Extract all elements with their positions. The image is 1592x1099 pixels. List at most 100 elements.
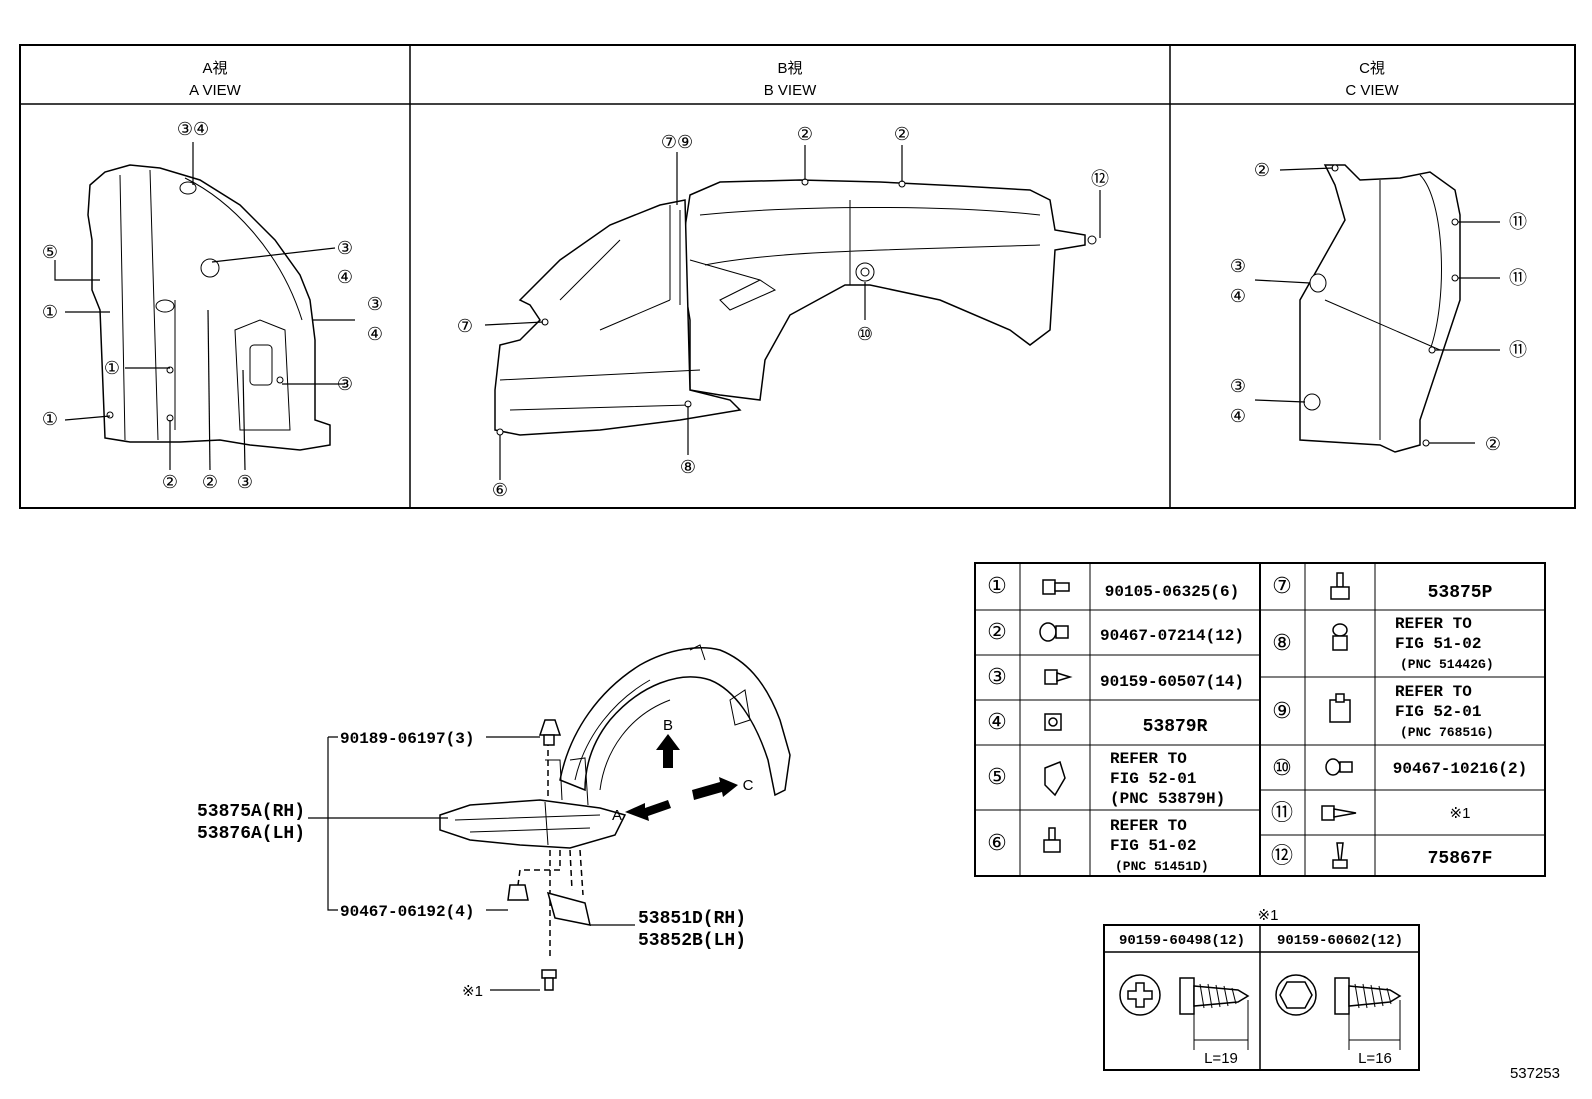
a-view-leaders xyxy=(54,142,355,471)
part-53851d: 53851D(RH) xyxy=(638,909,746,929)
a-callout-4a: ④ xyxy=(337,267,353,288)
a-callout-3c: ③ xyxy=(337,374,353,395)
a-callout-2a: ② xyxy=(162,472,178,493)
note-col2-part: 90159-60602(12) xyxy=(1277,933,1403,949)
c-view-leaders xyxy=(1254,167,1500,444)
row-3-part: 90159-60507(14) xyxy=(1100,673,1244,691)
a-view-title-en: A VIEW xyxy=(189,82,242,99)
note-col1-length: L=19 xyxy=(1204,1050,1238,1067)
row-1-part: 90105-06325(6) xyxy=(1105,583,1239,601)
main-assembly-labels: B A C 90189-06197(3) 53875A(RH) 53876A(L… xyxy=(197,717,754,1000)
bolt-vertical-icon xyxy=(1043,827,1061,853)
row-2-num: ② xyxy=(987,620,1007,645)
screw-vertical-icon xyxy=(1332,842,1348,869)
row-6-line2: FIG 51-02 xyxy=(1110,837,1196,855)
row-10-part: 90467-10216(2) xyxy=(1393,760,1527,778)
phillips-head-icon xyxy=(1119,974,1161,1016)
c-callout-3a: ③ xyxy=(1230,256,1246,277)
note-col1-part: 90159-60498(12) xyxy=(1119,933,1245,949)
row-8-line1: REFER TO xyxy=(1395,615,1472,633)
b-view-leaders xyxy=(484,145,1101,480)
row-9-line1: REFER TO xyxy=(1395,683,1472,701)
c-callout-4a: ④ xyxy=(1230,286,1246,307)
a-view-callouts: ③④ ⑤ ③ ④ ① ③ ④ ① ③ ① ② ② ③ xyxy=(42,119,383,493)
part-90467-06192: 90467-06192(4) xyxy=(340,903,474,921)
a-callout-5: ⑤ xyxy=(42,242,58,263)
row-5-line3: (PNC 53879H) xyxy=(1110,790,1225,808)
c-callout-11a: ⑪ xyxy=(1509,212,1527,233)
tapping-screw-side-icon xyxy=(1179,977,1250,1050)
row-8-num: ⑧ xyxy=(1272,631,1292,656)
c-callout-3b: ③ xyxy=(1230,376,1246,397)
a-callout-4b: ④ xyxy=(367,324,383,345)
row-6-line1: REFER TO xyxy=(1110,817,1187,835)
a-callout-3a: ③ xyxy=(337,238,353,259)
c-callout-2a: ② xyxy=(1254,160,1270,181)
note-col2-length: L=16 xyxy=(1358,1050,1392,1067)
b-callout-10: ⑩ xyxy=(857,324,873,345)
row-5-line1: REFER TO xyxy=(1110,750,1187,768)
row-4-num: ④ xyxy=(987,710,1007,735)
part-90189-06197: 90189-06197(3) xyxy=(340,730,474,748)
parts-table: ① ② ③ ④ ⑤ ⑥ 90105-06325(6) 90467-07214(1… xyxy=(974,562,1546,877)
part-53852b: 53852B(LH) xyxy=(638,931,746,951)
arrow-a xyxy=(625,800,671,821)
c-callout-11b: ⑪ xyxy=(1509,268,1527,289)
part-53875a: 53875A(RH) xyxy=(197,802,305,822)
arrow-c-label: C xyxy=(743,777,754,794)
row-12-num: ⑫ xyxy=(1271,844,1293,869)
b-callout-12: ⑫ xyxy=(1091,169,1109,190)
arrow-b-label: B xyxy=(663,717,673,734)
b-callout-6: ⑥ xyxy=(492,480,508,501)
row-7-num: ⑦ xyxy=(1272,574,1292,599)
clip-u-icon xyxy=(1329,693,1351,723)
a-view-title-jp: A視 xyxy=(202,60,227,77)
b-callout-2a: ② xyxy=(797,124,813,145)
row-2-part: 90467-07214(12) xyxy=(1100,627,1244,645)
arrow-c xyxy=(692,777,738,800)
row-9-line2: FIG 52-01 xyxy=(1395,703,1481,721)
clip-vertical-icon xyxy=(1332,623,1348,651)
clip-icon xyxy=(1039,622,1069,642)
b-callout-7: ⑦ xyxy=(457,316,473,337)
row-8-line2: FIG 51-02 xyxy=(1395,635,1481,653)
row-8-line3: (PNC 51442G) xyxy=(1400,657,1494,672)
b-view-drawing xyxy=(494,178,1097,436)
row-9-num: ⑨ xyxy=(1272,699,1292,724)
b-callout-8: ⑧ xyxy=(680,457,696,478)
row-1-num: ① xyxy=(987,574,1007,599)
tapping-screw-side-icon-2 xyxy=(1334,977,1402,1050)
a-callout-1b: ① xyxy=(104,358,120,379)
a-callout-3d: ③ xyxy=(237,472,253,493)
row-10-num: ⑩ xyxy=(1272,756,1292,781)
a-callout-34: ③④ xyxy=(177,119,209,140)
row-7-part: 53875P xyxy=(1428,583,1493,603)
hex-head-icon xyxy=(1275,974,1317,1016)
c-callout-4b: ④ xyxy=(1230,406,1246,427)
row-4-part: 53879R xyxy=(1143,717,1208,737)
c-view-title-en: C VIEW xyxy=(1345,82,1399,99)
screw-icon xyxy=(1044,669,1073,685)
note-ref-1: ※1 xyxy=(462,983,483,1000)
main-assembly-drawing xyxy=(439,644,791,991)
b-view-title-jp: B視 xyxy=(777,60,802,77)
a-callout-3b: ③ xyxy=(367,294,383,315)
b-callout-79: ⑦⑨ xyxy=(661,132,693,153)
c-callout-11c: ⑪ xyxy=(1509,340,1527,361)
b-view-title-en: B VIEW xyxy=(764,82,817,99)
row-6-line3: (PNC 51451D) xyxy=(1115,859,1209,874)
note-table-title: ※1 xyxy=(1258,907,1279,924)
nut-icon xyxy=(1044,713,1062,731)
row-5-line2: FIG 52-01 xyxy=(1110,770,1196,788)
c-view-title-jp: C視 xyxy=(1359,60,1385,77)
b-view-callouts: ⑦⑨ ② ② ⑫ ⑦ ⑩ ⑥ ⑧ xyxy=(457,124,1109,501)
row-3-num: ③ xyxy=(987,665,1007,690)
b-callout-2b: ② xyxy=(894,124,910,145)
a-callout-1c: ① xyxy=(42,409,58,430)
arrow-b xyxy=(656,734,680,768)
row-11-num: ⑪ xyxy=(1271,801,1293,826)
a-view-drawing xyxy=(87,164,331,451)
c-view-drawing xyxy=(1299,164,1461,453)
row-6-num: ⑥ xyxy=(987,831,1007,856)
